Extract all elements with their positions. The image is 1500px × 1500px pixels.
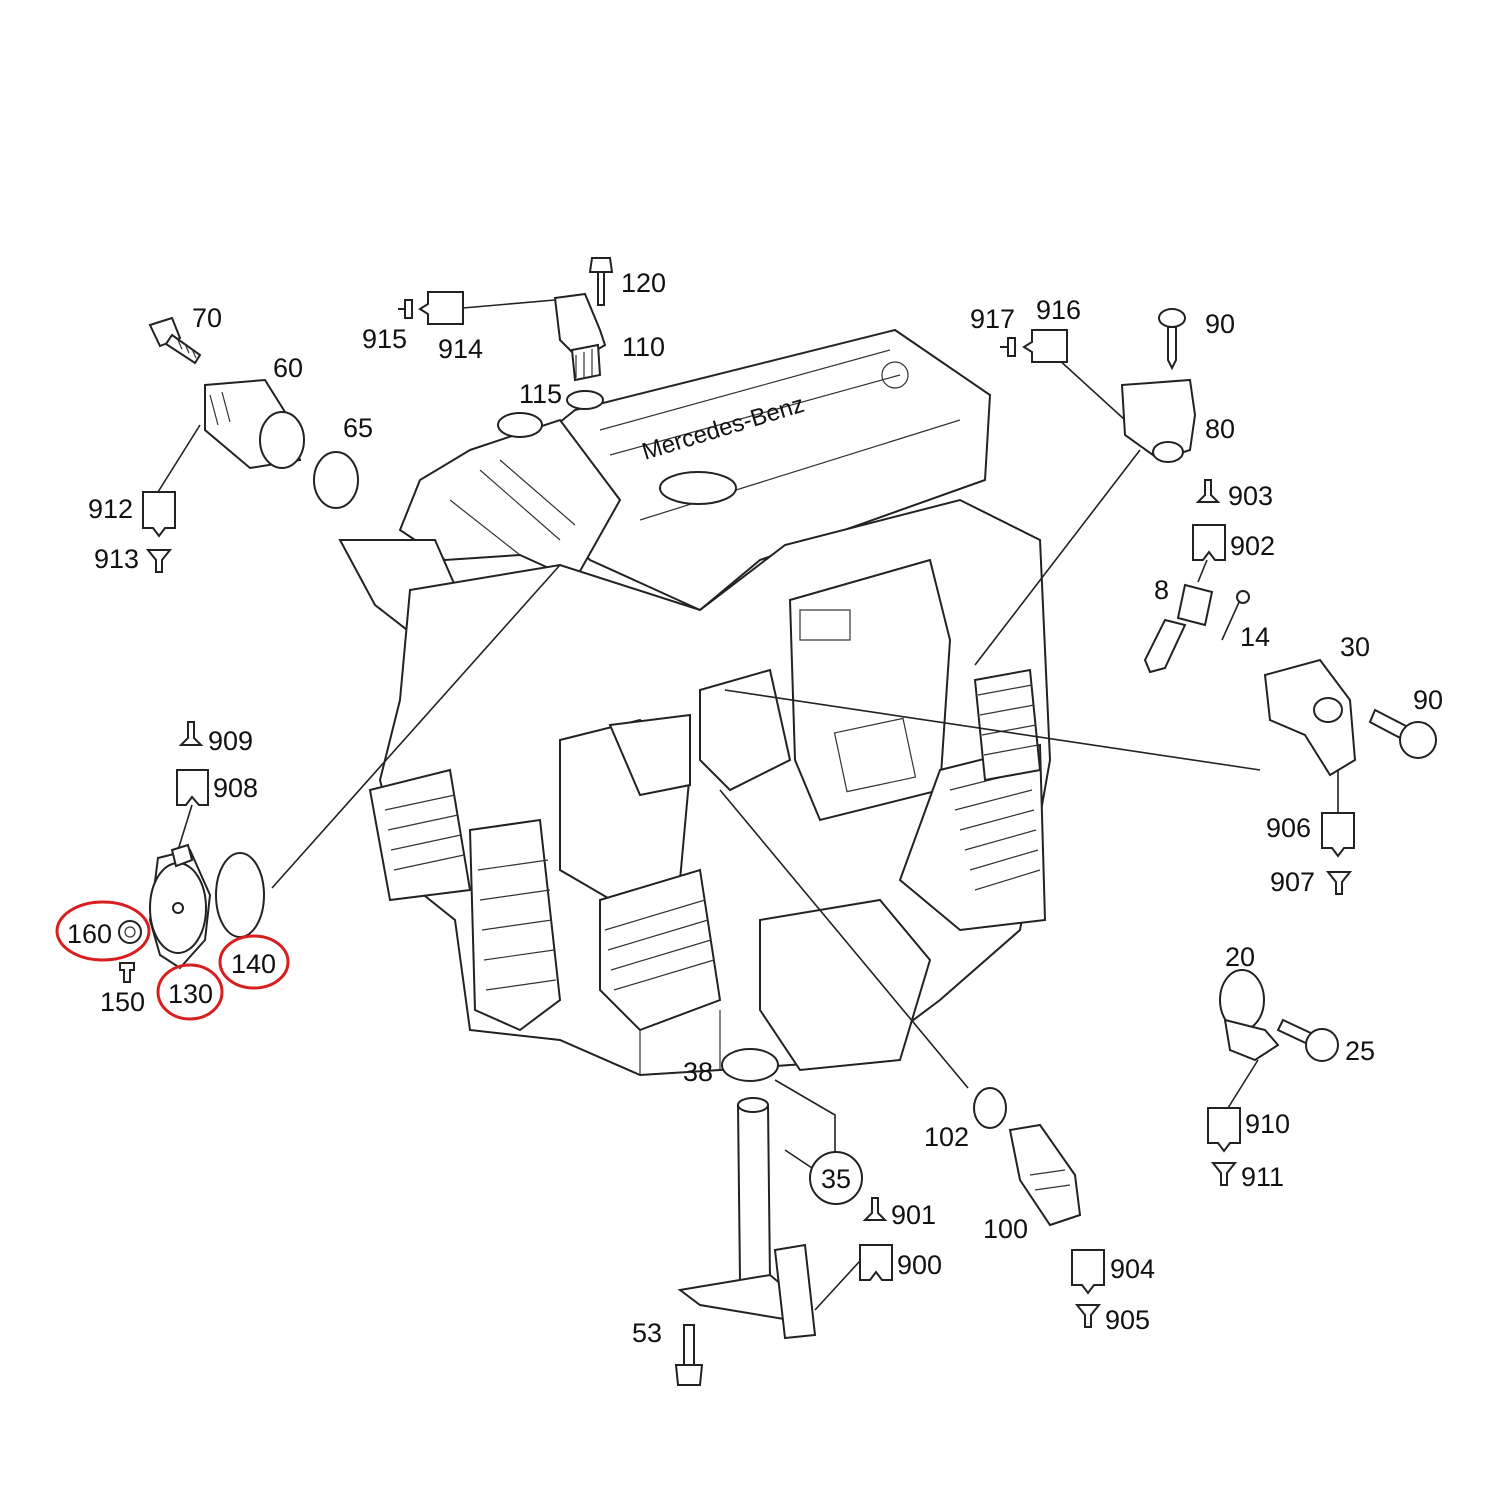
connector-part-906 xyxy=(1321,812,1355,858)
bolt-part-25 xyxy=(1276,1018,1339,1062)
label-913: 913 xyxy=(94,544,139,574)
label-20: 20 xyxy=(1225,942,1255,972)
label-915: 915 xyxy=(362,324,407,354)
pin-part-915 xyxy=(398,299,413,319)
label-150: 150 xyxy=(100,987,145,1017)
label-914: 914 xyxy=(438,334,483,364)
pin-part-907 xyxy=(1325,871,1353,895)
bolt-part-90-right xyxy=(1368,708,1437,759)
label-30: 30 xyxy=(1340,632,1370,662)
screw-part-90-top xyxy=(1158,308,1186,371)
label-100: 100 xyxy=(983,1214,1028,1244)
connector-part-912 xyxy=(142,491,176,538)
pump-part-130 xyxy=(148,843,212,970)
label-910: 910 xyxy=(1245,1109,1290,1139)
pin-part-911 xyxy=(1210,1162,1238,1186)
highlight-circle-140 xyxy=(218,934,290,990)
label-70: 70 xyxy=(192,303,222,333)
bolt-part-70 xyxy=(148,316,202,365)
label-904: 904 xyxy=(1110,1254,1155,1284)
pin-part-903 xyxy=(1195,479,1221,503)
label-102: 102 xyxy=(924,1122,969,1152)
connector-part-902 xyxy=(1192,524,1226,561)
label-906: 906 xyxy=(1266,813,1311,843)
label-917: 917 xyxy=(970,304,1015,334)
bolt-part-53 xyxy=(674,1324,704,1386)
label-115: 115 xyxy=(519,379,562,409)
pin-part-905 xyxy=(1074,1304,1102,1328)
screw-part-120 xyxy=(588,257,614,306)
connector-part-900 xyxy=(859,1244,893,1281)
pin-part-901 xyxy=(862,1197,888,1221)
connector-part-904 xyxy=(1071,1249,1105,1295)
pin-part-909 xyxy=(178,721,204,746)
sensor-part-100 xyxy=(1008,1123,1082,1227)
oring-part-140 xyxy=(215,852,265,938)
oring-part-115 xyxy=(566,390,604,410)
pin-part-913 xyxy=(145,549,173,573)
sensor-part-30 xyxy=(1263,658,1357,777)
highlight-circle-130 xyxy=(156,963,224,1021)
oring-part-65 xyxy=(313,451,359,509)
label-909: 909 xyxy=(208,726,253,756)
label-903: 903 xyxy=(1228,481,1273,511)
label-902: 902 xyxy=(1230,531,1275,561)
seal-part-160 xyxy=(118,920,142,944)
label-65: 65 xyxy=(343,413,373,443)
label-916: 916 xyxy=(1036,295,1081,325)
label-905: 905 xyxy=(1105,1305,1150,1335)
label-912: 912 xyxy=(88,494,133,524)
connector-part-908 xyxy=(176,769,209,806)
leader-lines xyxy=(157,299,1339,1311)
probe-part-14 xyxy=(1221,590,1250,641)
label-60: 60 xyxy=(273,353,303,383)
label-14: 14 xyxy=(1240,622,1270,652)
pin-part-917 xyxy=(1000,337,1016,357)
label-8: 8 xyxy=(1154,575,1169,605)
sensor-part-80 xyxy=(1120,378,1197,463)
label-908: 908 xyxy=(213,773,258,803)
label-35: 35 xyxy=(821,1164,851,1194)
label-130: 130 xyxy=(168,979,213,1009)
label-120: 120 xyxy=(621,268,666,298)
label-901: 901 xyxy=(891,1200,936,1230)
part-labels: 70 60 65 912 913 915 914 120 110 115 917… xyxy=(67,268,1443,1348)
label-907: 907 xyxy=(1270,867,1315,897)
oring-part-38 xyxy=(721,1048,779,1082)
connector-part-914 xyxy=(418,291,464,325)
tube-part-35 xyxy=(677,1097,817,1340)
connector-part-916 xyxy=(1022,329,1068,363)
label-80: 80 xyxy=(1205,414,1235,444)
screw-part-150 xyxy=(119,962,135,983)
label-90-top: 90 xyxy=(1205,309,1235,339)
label-25: 25 xyxy=(1345,1036,1375,1066)
sensor-part-20 xyxy=(1219,969,1280,1062)
label-140: 140 xyxy=(231,949,276,979)
callout-circle-35 xyxy=(809,1151,863,1205)
label-900: 900 xyxy=(897,1250,942,1280)
label-38: 38 xyxy=(683,1057,713,1087)
solenoid-part-60 xyxy=(204,378,305,470)
connector-part-910 xyxy=(1207,1107,1241,1153)
label-53: 53 xyxy=(632,1318,662,1348)
label-90-right: 90 xyxy=(1413,685,1443,715)
highlight-circle-160 xyxy=(55,900,151,962)
label-911: 911 xyxy=(1241,1162,1284,1192)
label-110: 110 xyxy=(622,332,665,362)
sensor-part-8 xyxy=(1143,583,1214,674)
oring-part-102 xyxy=(973,1087,1007,1129)
label-160: 160 xyxy=(67,919,112,949)
engine-assembly: Mercedes-Benz xyxy=(338,328,1052,1077)
sensor-part-110 xyxy=(553,292,607,382)
